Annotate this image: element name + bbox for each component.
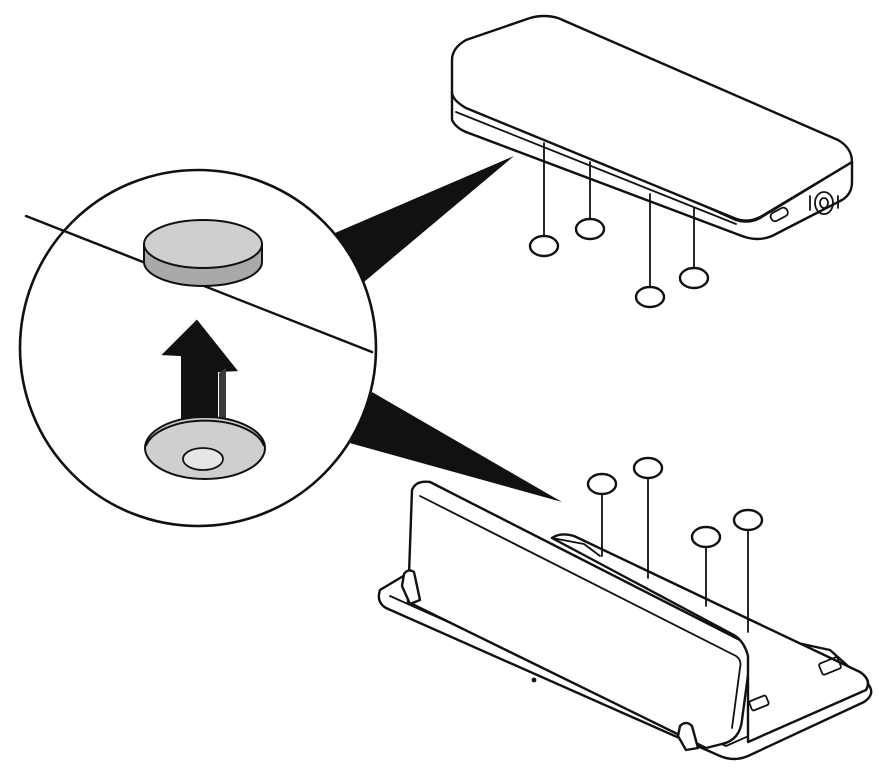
dock-pad-3 (634, 285, 666, 309)
arrow-shade (219, 368, 226, 426)
zoom-callout (18, 156, 562, 528)
dock-pad-1 (528, 234, 560, 258)
pad-recess-peg (182, 447, 224, 471)
pad-recess (144, 416, 266, 480)
power-port-icon (814, 191, 834, 215)
rubber-pad (143, 219, 263, 287)
stand-clip-left (400, 569, 422, 606)
stand-pad-4 (732, 508, 764, 532)
pad-recess-rim (145, 419, 265, 447)
stand-pad-1 (586, 472, 618, 496)
stand-screw-dot (531, 677, 537, 683)
power-port-bezel (809, 195, 839, 211)
stand-cutout-2 (748, 694, 770, 712)
docking-station (450, 14, 854, 309)
stand-pad-2 (632, 456, 664, 480)
stand-cutout-1 (818, 656, 842, 676)
callout-wedge-top (328, 156, 514, 292)
stand (377, 456, 873, 761)
stand-support-wing (550, 533, 870, 744)
stand-clip-right (676, 721, 700, 752)
stand-pad-3 (690, 525, 722, 549)
stand-back-panel-inner (419, 495, 742, 729)
dock-pad-4 (678, 266, 710, 290)
stand-slot-edge (551, 537, 601, 557)
rubber-pad-top (143, 219, 263, 269)
usb-c-port-icon (769, 206, 789, 223)
dock-edge-line (455, 111, 737, 225)
callout-wedge-bottom (346, 392, 562, 502)
power-port-inner (819, 197, 829, 209)
dock-top-face (450, 14, 854, 222)
dock-pad-2 (574, 217, 606, 241)
